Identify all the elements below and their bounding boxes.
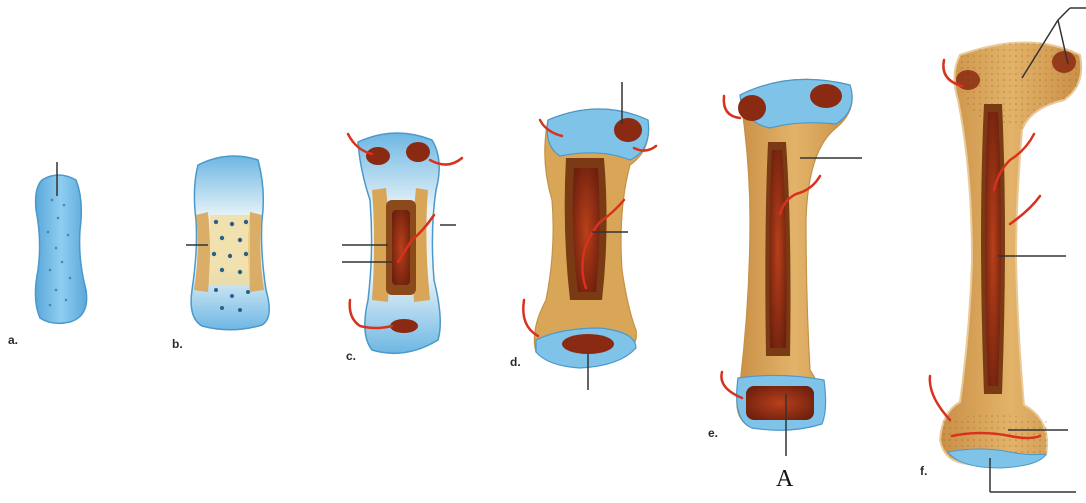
stage-label-f: f. — [920, 464, 927, 478]
stage-label-c: c. — [346, 349, 356, 363]
stage-e-secondary-ossification — [721, 79, 862, 456]
stage-label-d: d. — [510, 355, 521, 369]
stage-a-cartilage-model — [35, 162, 86, 323]
stage-d-medullary-cavity — [523, 82, 656, 390]
stage-c-primary-ossification — [342, 133, 462, 353]
stage-label-a: a. — [8, 333, 18, 347]
stage-label-b: b. — [172, 337, 183, 351]
stage-b-bone-collar — [186, 156, 269, 330]
marker-label-a: A — [776, 466, 793, 493]
stage-f-adult-bone — [930, 8, 1086, 492]
leader-line — [1058, 8, 1070, 20]
stage-label-e: e. — [708, 426, 718, 440]
